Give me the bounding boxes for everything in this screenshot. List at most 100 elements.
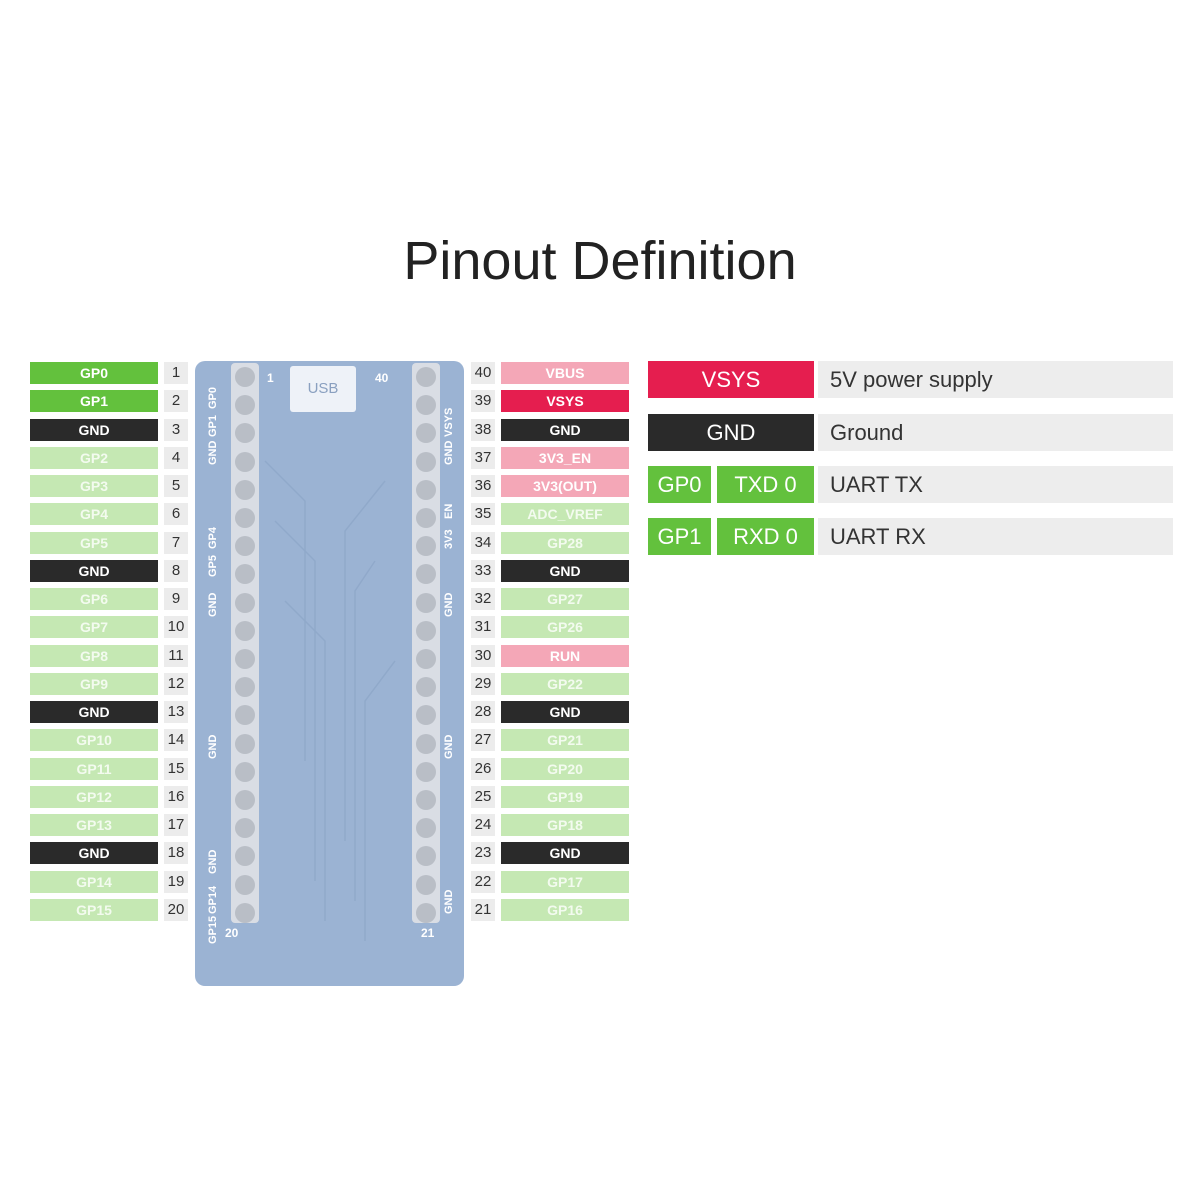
pin-label: GP22 xyxy=(501,672,629,695)
silk-label: GP0 xyxy=(207,386,219,409)
pin-label: GP17 xyxy=(501,870,629,893)
pin-number: 40 xyxy=(471,362,495,384)
header-pad xyxy=(235,846,255,867)
corner-pin-40: 40 xyxy=(375,371,389,385)
header-pad xyxy=(416,620,436,641)
pin-label: GP9 xyxy=(30,672,158,695)
pin-label: GND xyxy=(501,559,629,582)
header-pad xyxy=(416,423,436,444)
legend-background xyxy=(818,466,1173,503)
pin-label: GP18 xyxy=(501,814,629,836)
legend-background xyxy=(818,414,1173,451)
silk-label: EN xyxy=(443,503,455,519)
silk-label: GP1 xyxy=(207,414,219,437)
pin-label: ADC_VREF xyxy=(501,503,629,526)
pin-number: 5 xyxy=(164,475,188,497)
pin-label: GP21 xyxy=(501,729,629,752)
pin-label: GP14 xyxy=(30,870,158,893)
legend-chip: RXD 0 xyxy=(717,518,814,555)
legend-chip: VSYS xyxy=(648,361,814,398)
header-pad xyxy=(235,761,255,782)
silk-label: GND xyxy=(207,592,219,617)
silk-label: GND xyxy=(443,440,455,465)
usb-label: USB xyxy=(307,380,339,397)
pin-label: GND xyxy=(30,701,158,723)
pin-label: GND xyxy=(30,842,158,865)
pin-label: GP4 xyxy=(30,503,158,526)
pin-number: 38 xyxy=(471,418,495,441)
pin-number: 4 xyxy=(164,446,188,469)
pin-label: GP15 xyxy=(30,898,158,921)
legend-background xyxy=(818,361,1173,398)
header-pad xyxy=(235,902,255,923)
pin-label: GP1 xyxy=(30,390,158,413)
header-pad xyxy=(235,479,255,500)
pin-number: 32 xyxy=(471,588,495,610)
silk-label: GND xyxy=(443,734,455,759)
silk-label: GND xyxy=(207,440,219,465)
header-pad xyxy=(416,451,436,472)
header-pad xyxy=(416,677,436,698)
pin-label: GP27 xyxy=(501,588,629,610)
header-pad xyxy=(235,564,255,585)
corner-pin-21: 21 xyxy=(421,926,435,940)
pin-label: GP20 xyxy=(501,757,629,780)
pin-number: 36 xyxy=(471,475,495,497)
pin-number: 25 xyxy=(471,785,495,808)
pin-number: 35 xyxy=(471,503,495,526)
pin-number: 10 xyxy=(164,616,188,639)
silk-label: VSYS xyxy=(443,407,455,437)
silk-label: GND xyxy=(207,849,219,874)
pin-number: 39 xyxy=(471,390,495,413)
corner-pin-1: 1 xyxy=(267,371,274,385)
board-traces xyxy=(264,460,396,941)
header-pad xyxy=(416,508,436,528)
header-pad xyxy=(235,423,255,444)
legend-chip: TXD 0 xyxy=(717,466,814,503)
pin-label: GP13 xyxy=(30,814,158,836)
legend-description: 5V power supply xyxy=(830,367,993,392)
silk-label: GP15 xyxy=(207,915,219,944)
header-pad xyxy=(416,761,436,782)
legend-description: Ground xyxy=(830,420,904,445)
legend-chip: GND xyxy=(648,414,814,451)
header-pad xyxy=(416,733,436,754)
header-pad xyxy=(235,620,255,641)
silk-label: GND xyxy=(207,734,219,759)
pin-number: 34 xyxy=(471,531,495,554)
pin-number: 23 xyxy=(471,842,495,865)
pin-label: GP10 xyxy=(30,729,158,752)
pin-label: GP11 xyxy=(30,757,158,780)
pin-number: 33 xyxy=(471,559,495,582)
pin-label: GND xyxy=(30,559,158,582)
legend-description: UART TX xyxy=(830,472,923,497)
header-pad xyxy=(235,790,255,810)
pin-number: 6 xyxy=(164,503,188,526)
pin-number: 3 xyxy=(164,418,188,441)
silk-label: GP4 xyxy=(207,526,219,549)
pin-number: 30 xyxy=(471,644,495,667)
pin-number: 20 xyxy=(164,898,188,921)
header-pad xyxy=(235,451,255,472)
header-pad xyxy=(416,536,436,557)
header-pad xyxy=(416,479,436,500)
pin-number: 26 xyxy=(471,757,495,780)
pin-label: VBUS xyxy=(501,362,629,384)
pin-label: 3V3_EN xyxy=(501,446,629,469)
header-pad xyxy=(416,592,436,613)
header-pad xyxy=(235,818,255,839)
legend-chip: GP0 xyxy=(648,466,711,503)
header-pad xyxy=(235,733,255,754)
pin-number: 16 xyxy=(164,785,188,808)
pin-number: 15 xyxy=(164,757,188,780)
legend-row: GND Ground xyxy=(648,414,1173,451)
pin-label: GP2 xyxy=(30,446,158,469)
pin-number: 28 xyxy=(471,701,495,723)
header-pad xyxy=(235,536,255,557)
legend-background xyxy=(818,518,1173,555)
pin-number: 22 xyxy=(471,870,495,893)
pin-label: GP28 xyxy=(501,531,629,554)
right-header-strip xyxy=(412,363,440,923)
